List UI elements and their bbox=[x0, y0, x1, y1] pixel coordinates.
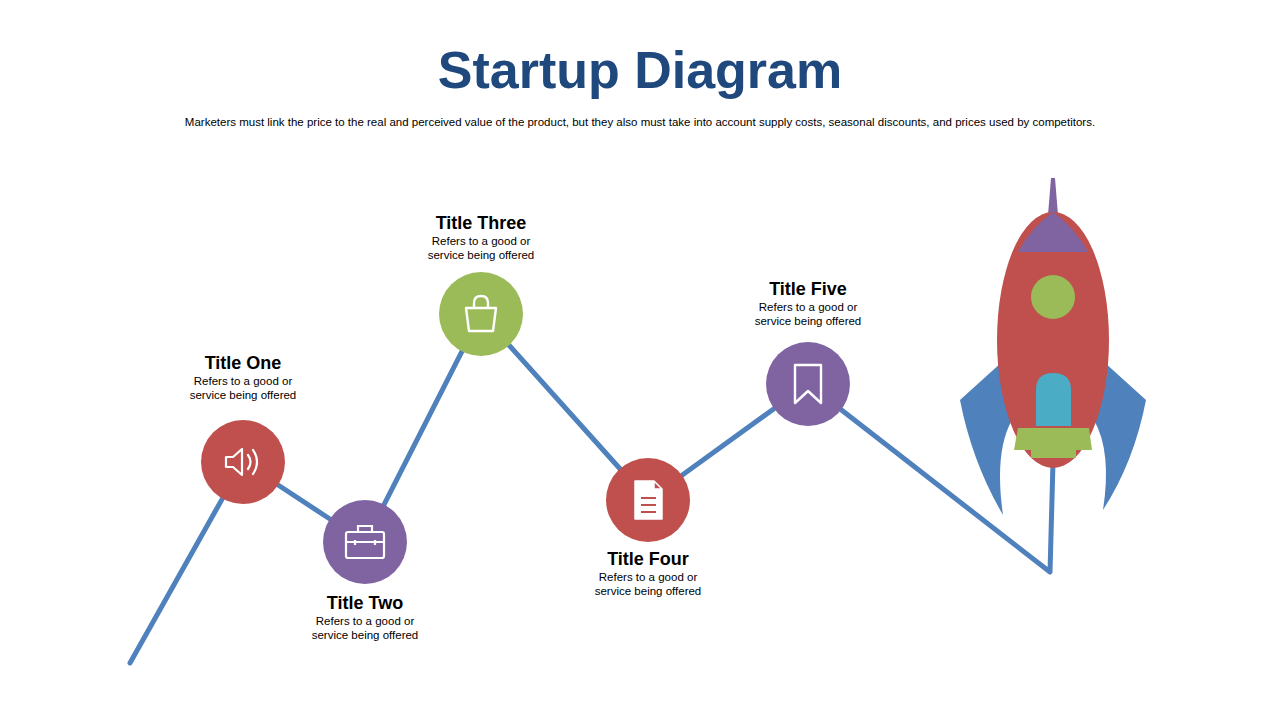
trend-connector bbox=[509, 345, 620, 468]
step-title: Title Two bbox=[280, 592, 450, 614]
step-text: Title FourRefers to a good or service be… bbox=[563, 548, 733, 598]
step-text: Title TwoRefers to a good or service bei… bbox=[280, 592, 450, 642]
step-description: Refers to a good or service being offere… bbox=[300, 614, 430, 642]
step-icon bbox=[766, 342, 850, 426]
step-icon bbox=[606, 458, 690, 542]
step-text: Title OneRefers to a good or service bei… bbox=[158, 352, 328, 402]
page-caption: Marketers must link the price to the rea… bbox=[100, 115, 1180, 130]
rocket-illustration bbox=[960, 178, 1146, 515]
page-title: Startup Diagram bbox=[0, 38, 1280, 102]
trend-connector bbox=[384, 351, 462, 504]
trend-connector bbox=[682, 409, 774, 476]
step-description: Refers to a good or service being offere… bbox=[416, 234, 546, 262]
step-text: Title FiveRefers to a good or service be… bbox=[723, 278, 893, 328]
trend-line-start bbox=[130, 499, 222, 663]
step-icon bbox=[439, 272, 523, 356]
step-title: Title Four bbox=[563, 548, 733, 570]
step-description: Refers to a good or service being offere… bbox=[178, 374, 308, 402]
step-circle: Title FiveRefers to a good or service be… bbox=[766, 342, 850, 426]
step-title: Title Five bbox=[723, 278, 893, 300]
step-circle: Title ThreeRefers to a good or service b… bbox=[439, 272, 523, 356]
trend-connector bbox=[278, 485, 330, 519]
step-circle: Title FourRefers to a good or service be… bbox=[606, 458, 690, 542]
step-circle: Title OneRefers to a good or service bei… bbox=[201, 420, 285, 504]
step-title: Title One bbox=[158, 352, 328, 374]
step-icon bbox=[201, 420, 285, 504]
step-icon bbox=[323, 500, 407, 584]
step-description: Refers to a good or service being offere… bbox=[583, 570, 713, 598]
step-circle: Title TwoRefers to a good or service bei… bbox=[323, 500, 407, 584]
step-text: Title ThreeRefers to a good or service b… bbox=[396, 212, 566, 262]
step-description: Refers to a good or service being offere… bbox=[743, 300, 873, 328]
step-title: Title Three bbox=[396, 212, 566, 234]
